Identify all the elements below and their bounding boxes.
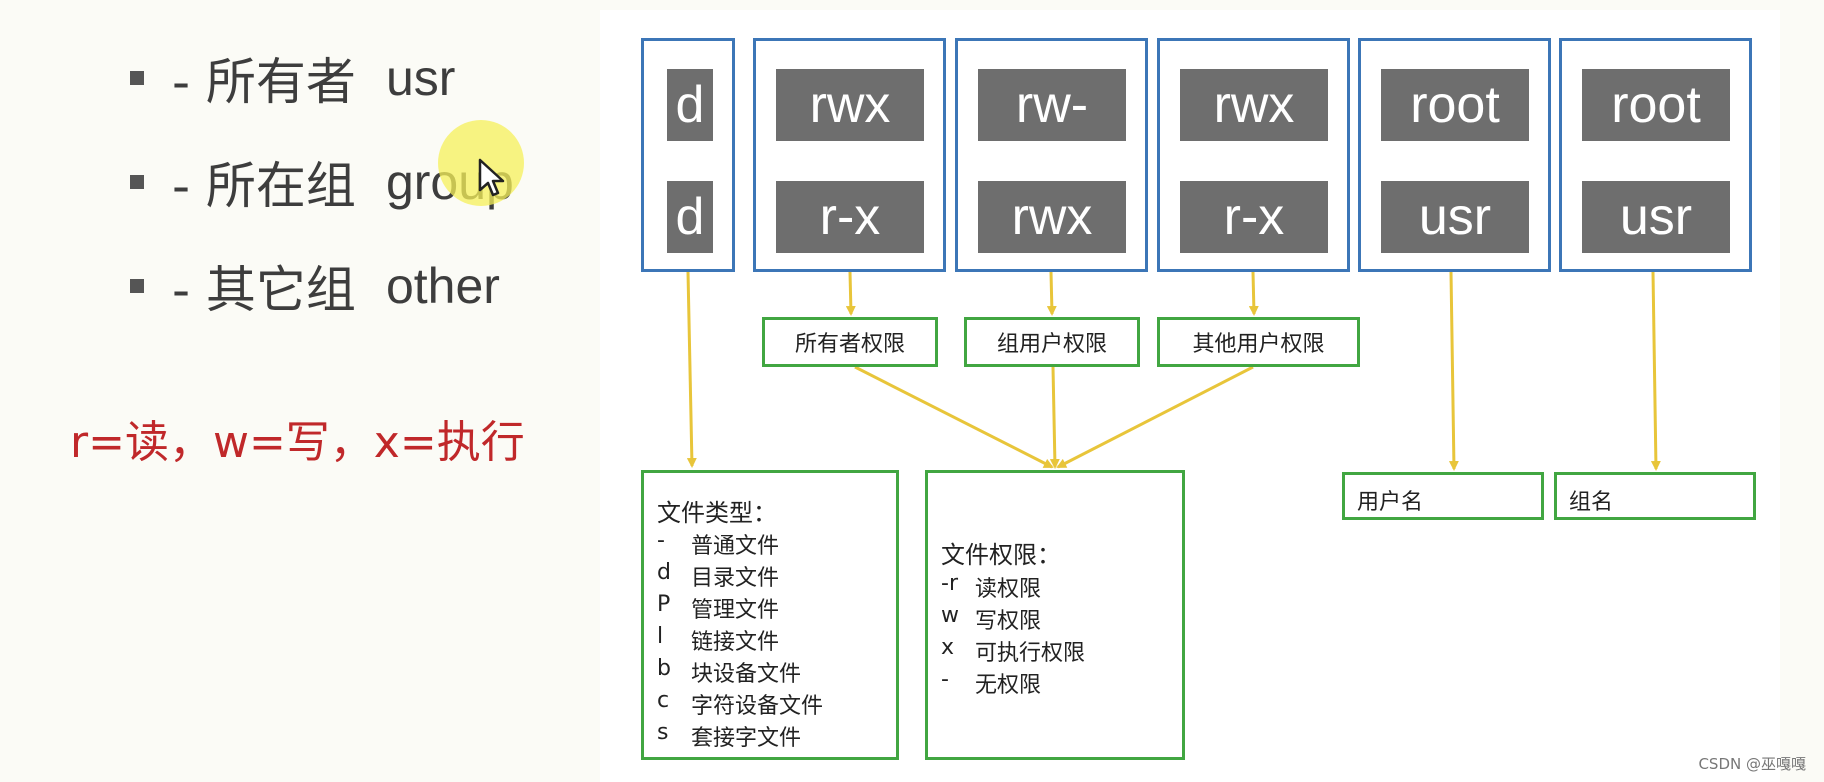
group-permission-label: 组用户权限: [964, 317, 1140, 367]
chip-bottom: usr: [1582, 181, 1730, 253]
arrow-other-to-perm: [1056, 365, 1254, 469]
groupname-box: 组名: [1554, 472, 1756, 520]
username-label: 用户名: [1357, 490, 1424, 515]
other-permission-label: 其他用户权限: [1157, 317, 1360, 367]
arrow-group: [1046, 271, 1057, 316]
chip-bottom: d: [667, 181, 713, 253]
file-permission-item: -无权限: [941, 667, 1042, 698]
groupname-label: 组名: [1569, 490, 1614, 515]
user-column: root usr: [1358, 38, 1551, 272]
bullet-marker: [130, 279, 144, 293]
arrow-user: [1448, 271, 1459, 471]
arrow-group-to-perm: [1049, 366, 1060, 469]
chip-top: rwx: [776, 69, 924, 141]
file-permission-title: 文件权限：: [941, 541, 1061, 569]
bullet-prefix: - 所在组: [172, 157, 356, 215]
chip-bottom: usr: [1381, 181, 1529, 253]
arrow-other: [1248, 271, 1259, 316]
watermark: CSDN @巫嘎嘎: [1698, 755, 1806, 773]
arrow-type: [686, 271, 697, 468]
bullet-prefix: - 其它组: [172, 261, 356, 319]
mouse-cursor-icon: [478, 158, 505, 197]
arrow-group-name: [1650, 271, 1661, 471]
type-column: d d: [641, 38, 735, 272]
other-perm-column: rwx r-x: [1157, 38, 1350, 272]
bullet-term: usr: [385, 50, 456, 106]
arrow-owner-to-perm: [854, 365, 1054, 469]
chip-top: d: [667, 69, 713, 141]
file-type-title: 文件类型：: [657, 499, 777, 527]
owner-permission-label: 所有者权限: [762, 317, 938, 367]
username-box: 用户名: [1342, 472, 1544, 520]
chip-bottom: rwx: [978, 181, 1126, 253]
chip-top: root: [1381, 69, 1529, 141]
group-perm-column: rw- rwx: [955, 38, 1148, 272]
chip-bottom: r-x: [776, 181, 924, 253]
owner-perm-column: rwx r-x: [753, 38, 946, 272]
bullet-other: - 其它组 other: [130, 256, 590, 319]
bullet-marker: [130, 71, 144, 85]
bullet-marker: [130, 175, 144, 189]
bullet-owner: - 所有者 usr: [130, 48, 590, 111]
chip-top: rw-: [978, 69, 1126, 141]
file-type-item: -普通文件: [657, 528, 780, 559]
chip-bottom: r-x: [1180, 181, 1328, 253]
group-column: root usr: [1559, 38, 1752, 272]
arrow-owner: [845, 271, 856, 316]
bullet-term: other: [385, 258, 500, 314]
bullet-prefix: - 所有者: [172, 53, 356, 111]
chip-top: rwx: [1180, 69, 1328, 141]
permission-legend: r=读，w=写，x=执行: [70, 417, 525, 468]
chip-top: root: [1582, 69, 1730, 141]
